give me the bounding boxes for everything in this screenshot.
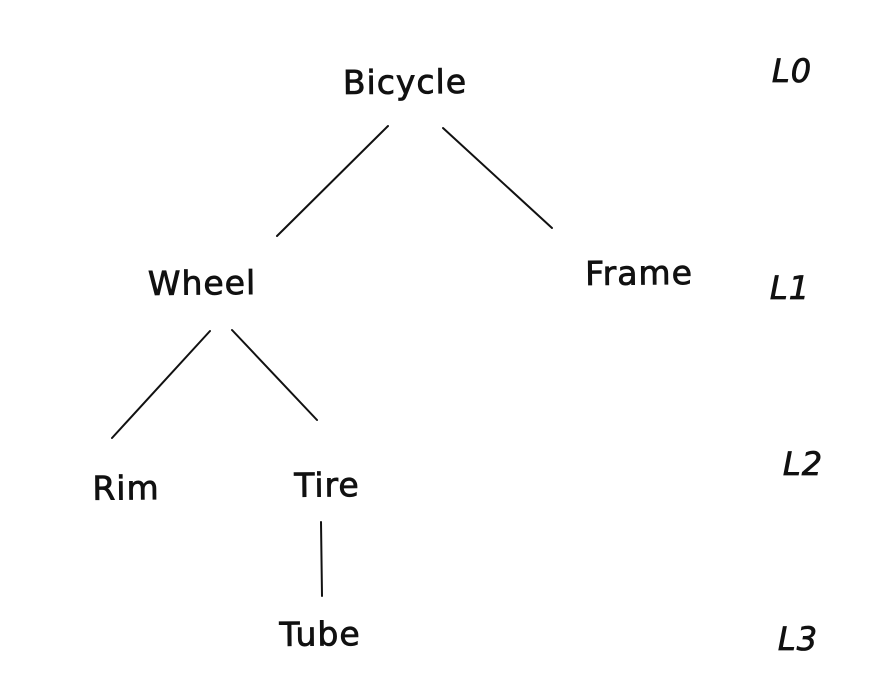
level-label-l3: L3 [777, 620, 819, 659]
edge-wheel-tire [231, 329, 318, 421]
edge-wheel-rim [111, 330, 211, 439]
tree-node-rim: Rim [92, 468, 160, 508]
edge-tire-tube [320, 521, 323, 597]
tree-node-wheel: Wheel [147, 263, 257, 304]
edge-bicycle-frame [442, 127, 553, 229]
tree-node-bicycle: Bicycle [342, 61, 468, 103]
level-label-l1: L1 [769, 269, 811, 308]
level-label-l0: L0 [771, 52, 813, 91]
level-label-l2: L2 [782, 445, 824, 484]
tree-node-frame: Frame [584, 253, 694, 294]
tree-node-tube: Tube [279, 614, 361, 655]
edge-bicycle-wheel [276, 125, 389, 237]
tree-node-tire: Tire [294, 465, 361, 505]
